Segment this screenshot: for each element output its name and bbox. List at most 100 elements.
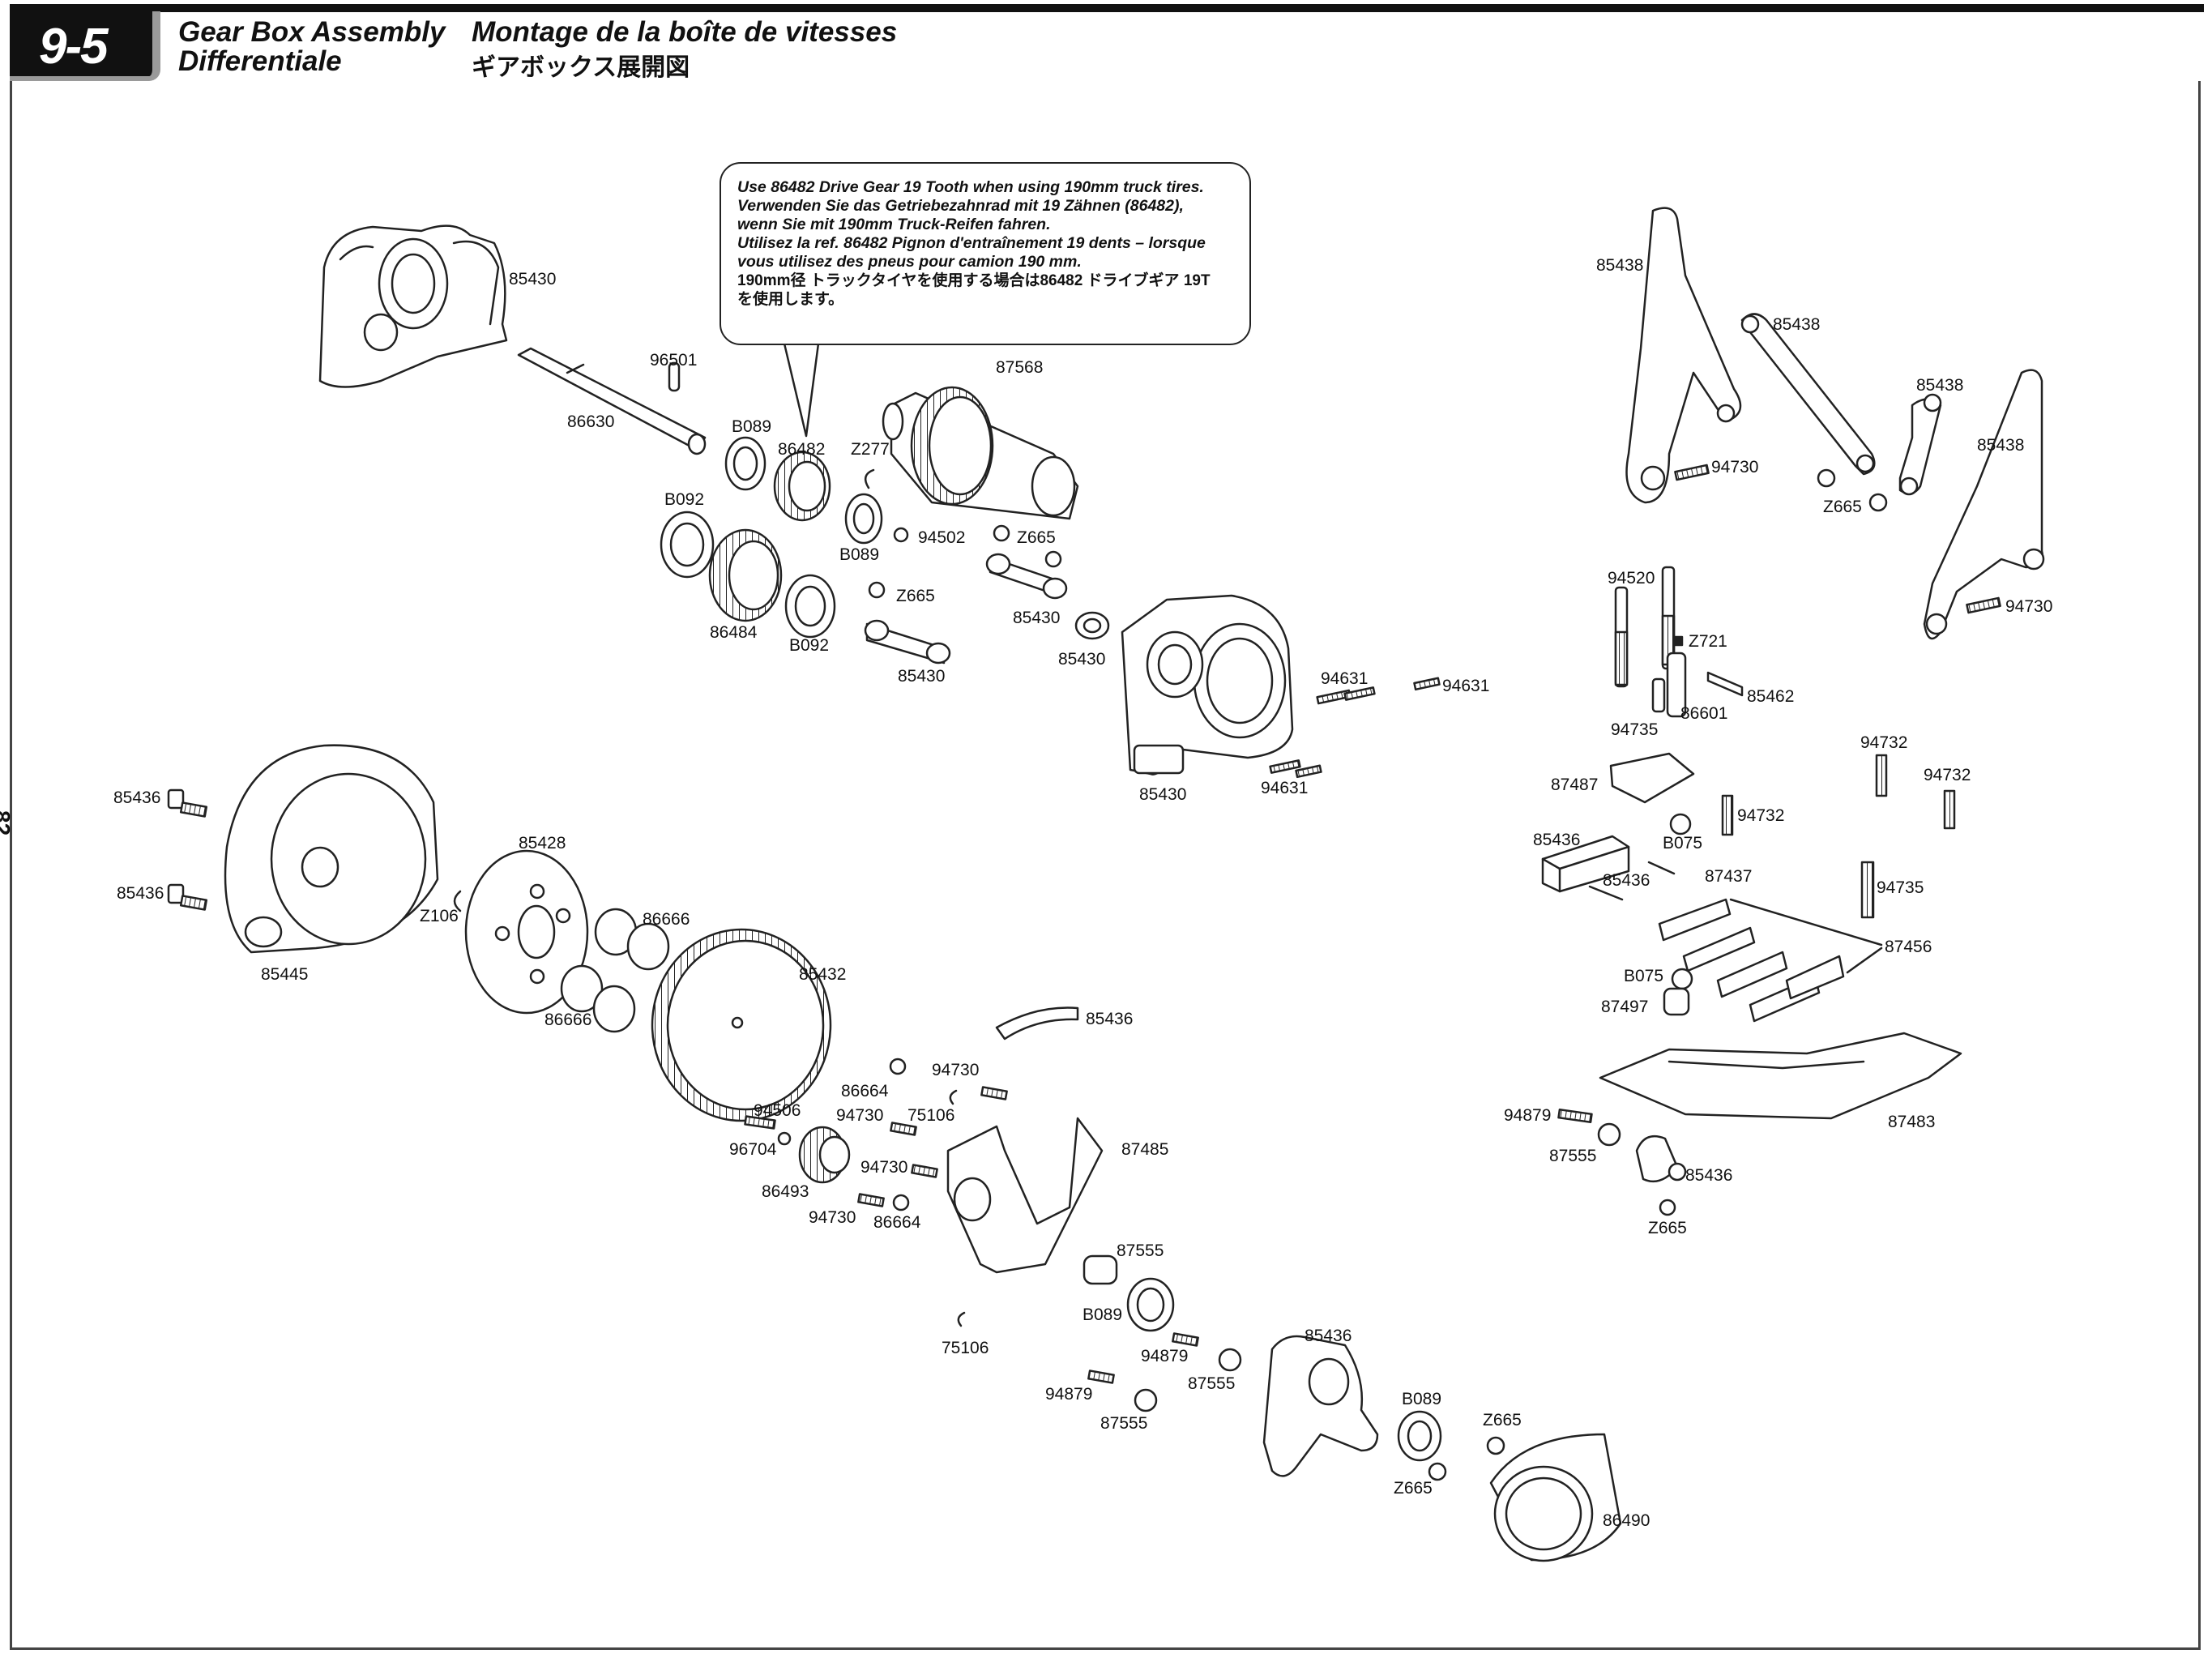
part-label: 85436 [1603,871,1650,890]
part-label: Z106 [420,907,459,925]
part-label: 87555 [1188,1374,1236,1393]
arm-85438-c [1898,393,1942,496]
arm-85438-a [1625,207,1742,504]
part-label: 94730 [1711,458,1759,476]
part-label: B089 [1083,1305,1123,1324]
bearing-b092-b [784,574,836,639]
bolt-85436-top [167,788,208,818]
part-label: 94506 [754,1101,801,1120]
part-label: 86490 [1603,1511,1650,1530]
part-label: B075 [1624,967,1664,985]
arm-85438-d [1923,369,2045,640]
part-label: 87487 [1551,776,1599,794]
part-label: 94502 [918,528,966,547]
spacer-87555-c [1218,1348,1242,1372]
part-label: 85430 [898,667,946,686]
part-label: 85430 [1139,785,1187,804]
shield-85436 [995,1006,1079,1041]
part-label: 85438 [1596,256,1644,275]
part-label: 87437 [1705,867,1753,886]
part-label: B089 [732,417,772,436]
slipper-plate-85428 [464,849,589,1015]
part-label: 94631 [1261,779,1309,797]
clip-z106 [453,890,462,912]
clip-75106-a [949,1089,958,1105]
arm-85438-b [1740,313,1876,476]
plate-87483 [1599,1032,1962,1120]
part-label: 85436 [1533,831,1581,849]
gear-cover-85445 [224,744,439,954]
part-label: 85430 [509,270,557,288]
screw-94735-b [1860,861,1875,919]
note-callout: Use 86482 Drive Gear 19 Tooth when using… [720,162,1251,345]
part-label: 87497 [1601,998,1649,1016]
gear-86484 [708,528,783,622]
bearing-b089-d [1397,1410,1442,1462]
nut-z721 [1672,635,1684,647]
shaft-86630 [517,347,707,455]
screw-96704 [777,1131,792,1146]
pin-85462 [1706,671,1744,697]
differential-87568 [882,386,1079,520]
bearing-b089-c [1126,1277,1175,1332]
bracket-87487 [1609,752,1695,804]
part-label: 94730 [860,1158,908,1177]
part-label: 86482 [778,440,826,459]
washer-86664-b [892,1194,910,1211]
nut-z665-c [1486,1436,1505,1455]
part-label: 85436 [1086,1010,1134,1028]
part-label: 94879 [1045,1385,1093,1404]
part-label: 85430 [1013,609,1061,627]
part-label: 86666 [643,910,690,929]
part-label: 86601 [1680,704,1728,723]
part-label: Z665 [1017,528,1056,547]
part-label: 85438 [1773,315,1821,334]
part-label: 94631 [1442,677,1490,695]
gearbox-lower-case [1121,594,1294,776]
nuts-z665-arm [1817,468,1888,512]
pads-86666 [560,908,670,1033]
part-label: 75106 [942,1339,989,1357]
part-label: 85436 [113,788,161,807]
nut-z665-d [1428,1462,1447,1481]
screws-94732 [1721,754,1956,836]
part-label: 85436 [1305,1327,1352,1345]
gearbox-upper-case [318,224,508,388]
part-label: 87483 [1888,1113,1936,1131]
part-label: 87485 [1121,1140,1169,1159]
motor-plate-87485 [946,1117,1104,1274]
part-label: 86493 [762,1182,809,1201]
part-label: 94735 [1877,878,1924,897]
part-label: 94730 [2005,597,2053,616]
screw-94735-a [1651,677,1666,713]
part-label: 94879 [1504,1106,1552,1125]
hub-carrier-85436 [1262,1335,1379,1477]
part-label: 75106 [907,1106,955,1125]
part-label: 96501 [650,351,698,370]
part-label: 85428 [519,834,566,853]
part-label: B089 [839,545,880,564]
part-label: 86664 [841,1082,889,1100]
part-label: 85438 [1977,436,2025,455]
part-label: 86666 [544,1011,592,1029]
nut-z665-b [1659,1199,1676,1216]
part-label: 87456 [1885,938,1932,956]
part-label: Z665 [896,587,935,605]
callout-pointer [783,342,820,438]
part-label: 87555 [1549,1147,1597,1165]
page-frame [10,81,2201,1650]
part-label: 85436 [117,884,164,903]
plates-87437 [1658,898,1883,1023]
screw-94879-b [1172,1332,1199,1347]
part-label: B092 [789,636,830,655]
note-french-1: Utilisez la ref. 86482 Pignon d'entraîne… [737,234,1206,252]
part-label: Z665 [1394,1479,1433,1498]
part-label: Z665 [1648,1219,1687,1237]
spur-gear-85432 [651,928,832,1122]
part-label: 94631 [1321,669,1369,688]
screw-94879-c [1087,1370,1115,1384]
part-label: 87555 [1100,1414,1148,1433]
spacer-87555-b [1083,1254,1118,1285]
